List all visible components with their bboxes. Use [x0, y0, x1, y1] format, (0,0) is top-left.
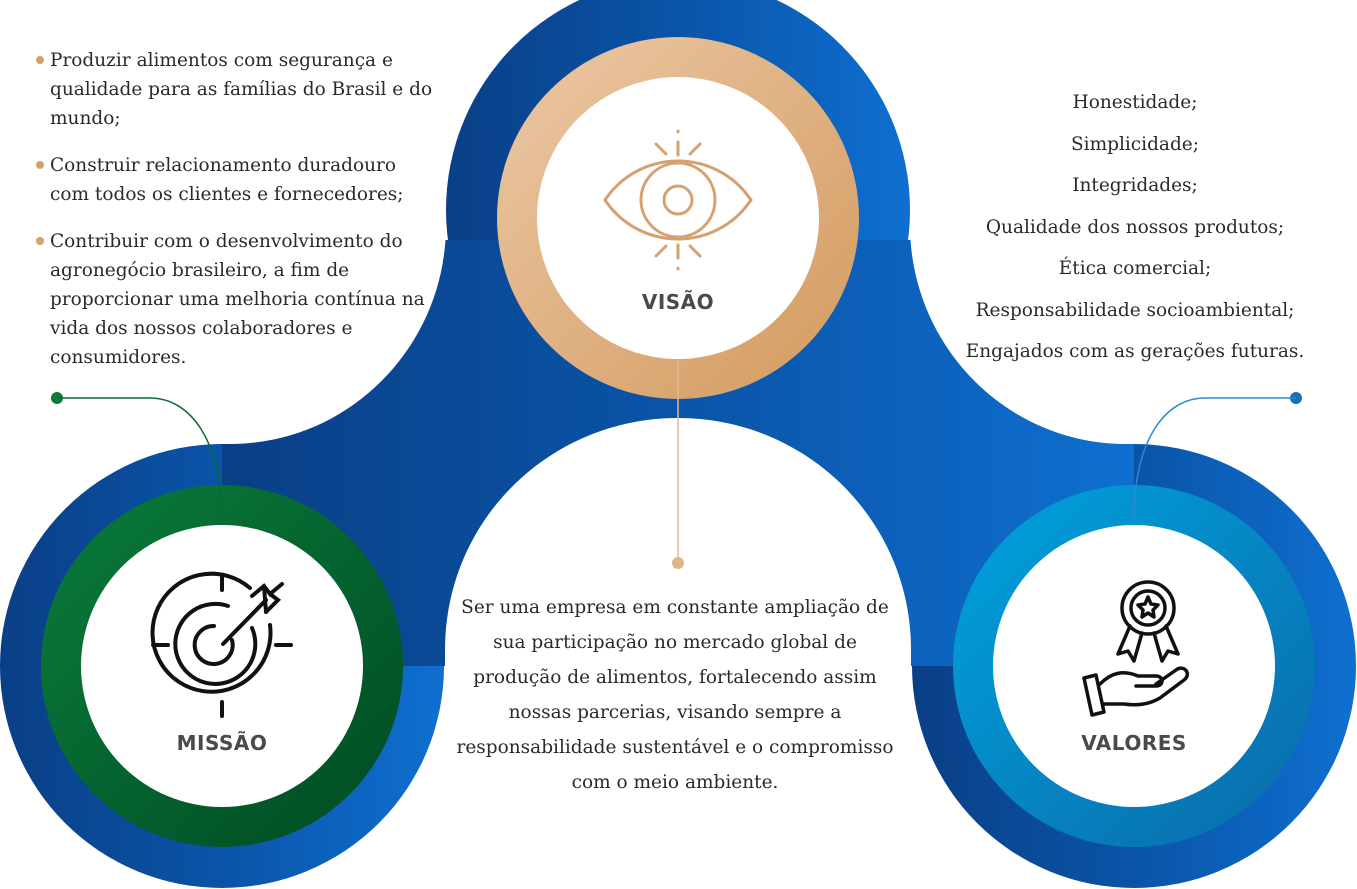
target-arrow-icon	[150, 571, 293, 718]
visao-ring	[497, 37, 859, 399]
valores-item: Ética comercial;	[1058, 258, 1212, 279]
valores-item: Honestidade;	[1072, 92, 1198, 113]
valores-ring	[953, 485, 1315, 847]
missao-label: MISSÃO	[176, 731, 268, 755]
missao-item: Construir relacionamento duradouro com t…	[36, 151, 436, 209]
eye-icon	[603, 129, 753, 271]
missao-item: Produzir alimentos com segurança e quali…	[36, 46, 436, 133]
valores-item: Simplicidade;	[1071, 133, 1199, 155]
valores-items: Honestidade; Simplicidade; Integridades;…	[945, 88, 1325, 379]
missao-ring	[41, 485, 403, 847]
missao-item: Contribuir com o desenvolvimento do agro…	[36, 227, 436, 372]
valores-connector	[1133, 392, 1302, 521]
visao-description: Ser uma empresa em constante ampliação d…	[456, 597, 894, 793]
visao-label: VISÃO	[641, 290, 715, 314]
valores-item: Engajados com as gerações futuras.	[965, 341, 1305, 362]
award-hand-icon	[1082, 580, 1189, 717]
missao-connector	[51, 392, 223, 521]
visao-connector	[672, 360, 684, 569]
valores-item: Responsabilidade socioambiental;	[975, 299, 1295, 321]
missao-items: Produzir alimentos com segurança e quali…	[36, 46, 436, 390]
valores-label: VALORES	[1081, 731, 1187, 755]
valores-item: Integridades;	[1072, 175, 1198, 196]
valores-item: Qualidade dos nossos produtos;	[985, 216, 1285, 238]
